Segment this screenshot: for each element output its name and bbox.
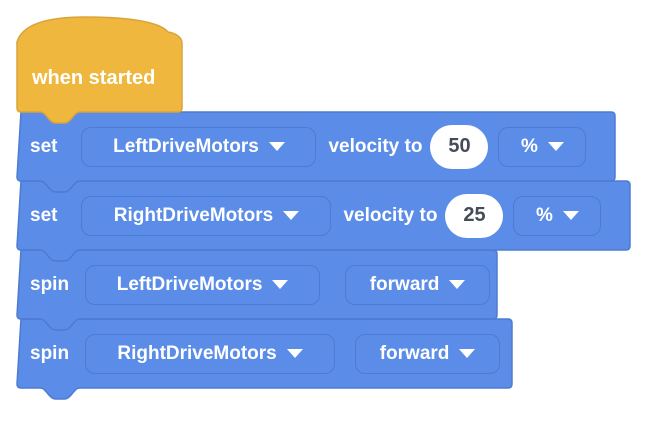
chevron-down-icon xyxy=(547,142,564,151)
motor-dropdown[interactable]: RightDriveMotors xyxy=(85,333,336,374)
when-started-label: when started xyxy=(32,67,156,89)
velocity-to-label: velocity to xyxy=(343,204,438,226)
direction-dropdown-label: forward xyxy=(379,342,450,364)
motor-dropdown[interactable]: LeftDriveMotors xyxy=(81,126,317,167)
direction-dropdown-label: forward xyxy=(369,273,440,295)
set-velocity-block-left[interactable]: set LeftDriveMotors velocity to 50 % xyxy=(16,111,616,193)
motor-dropdown-label: LeftDriveMotors xyxy=(113,135,259,157)
chevron-down-icon xyxy=(286,349,303,358)
direction-dropdown[interactable]: forward xyxy=(345,264,491,305)
chevron-down-icon xyxy=(449,280,466,289)
velocity-to-label: velocity to xyxy=(328,135,423,157)
when-started-hat-block[interactable]: when started xyxy=(16,14,183,124)
spin-keyword: spin xyxy=(30,342,70,364)
chevron-down-icon xyxy=(459,349,476,358)
set-velocity-block-right[interactable]: set RightDriveMotors velocity to 25 % xyxy=(16,180,631,262)
velocity-value-input[interactable]: 50 xyxy=(430,124,489,169)
unit-dropdown-label: % xyxy=(521,135,538,157)
unit-dropdown[interactable]: % xyxy=(498,126,587,167)
velocity-value-input[interactable]: 25 xyxy=(445,193,504,238)
chevron-down-icon xyxy=(562,211,579,220)
spin-block-right[interactable]: spin RightDriveMotors forward xyxy=(16,318,513,400)
set-keyword: set xyxy=(30,204,58,226)
spin-keyword: spin xyxy=(30,273,70,295)
chevron-down-icon xyxy=(268,142,285,151)
chevron-down-icon xyxy=(272,280,289,289)
spin-block-left[interactable]: spin LeftDriveMotors forward xyxy=(16,249,498,331)
set-keyword: set xyxy=(30,135,58,157)
motor-dropdown[interactable]: LeftDriveMotors xyxy=(85,264,321,305)
motor-dropdown[interactable]: RightDriveMotors xyxy=(81,195,332,236)
direction-dropdown[interactable]: forward xyxy=(355,333,501,374)
unit-dropdown[interactable]: % xyxy=(513,195,602,236)
unit-dropdown-label: % xyxy=(536,204,553,226)
motor-dropdown-label: RightDriveMotors xyxy=(117,342,277,364)
motor-dropdown-label: LeftDriveMotors xyxy=(116,273,263,295)
motor-dropdown-label: RightDriveMotors xyxy=(113,204,274,226)
chevron-down-icon xyxy=(283,211,300,220)
